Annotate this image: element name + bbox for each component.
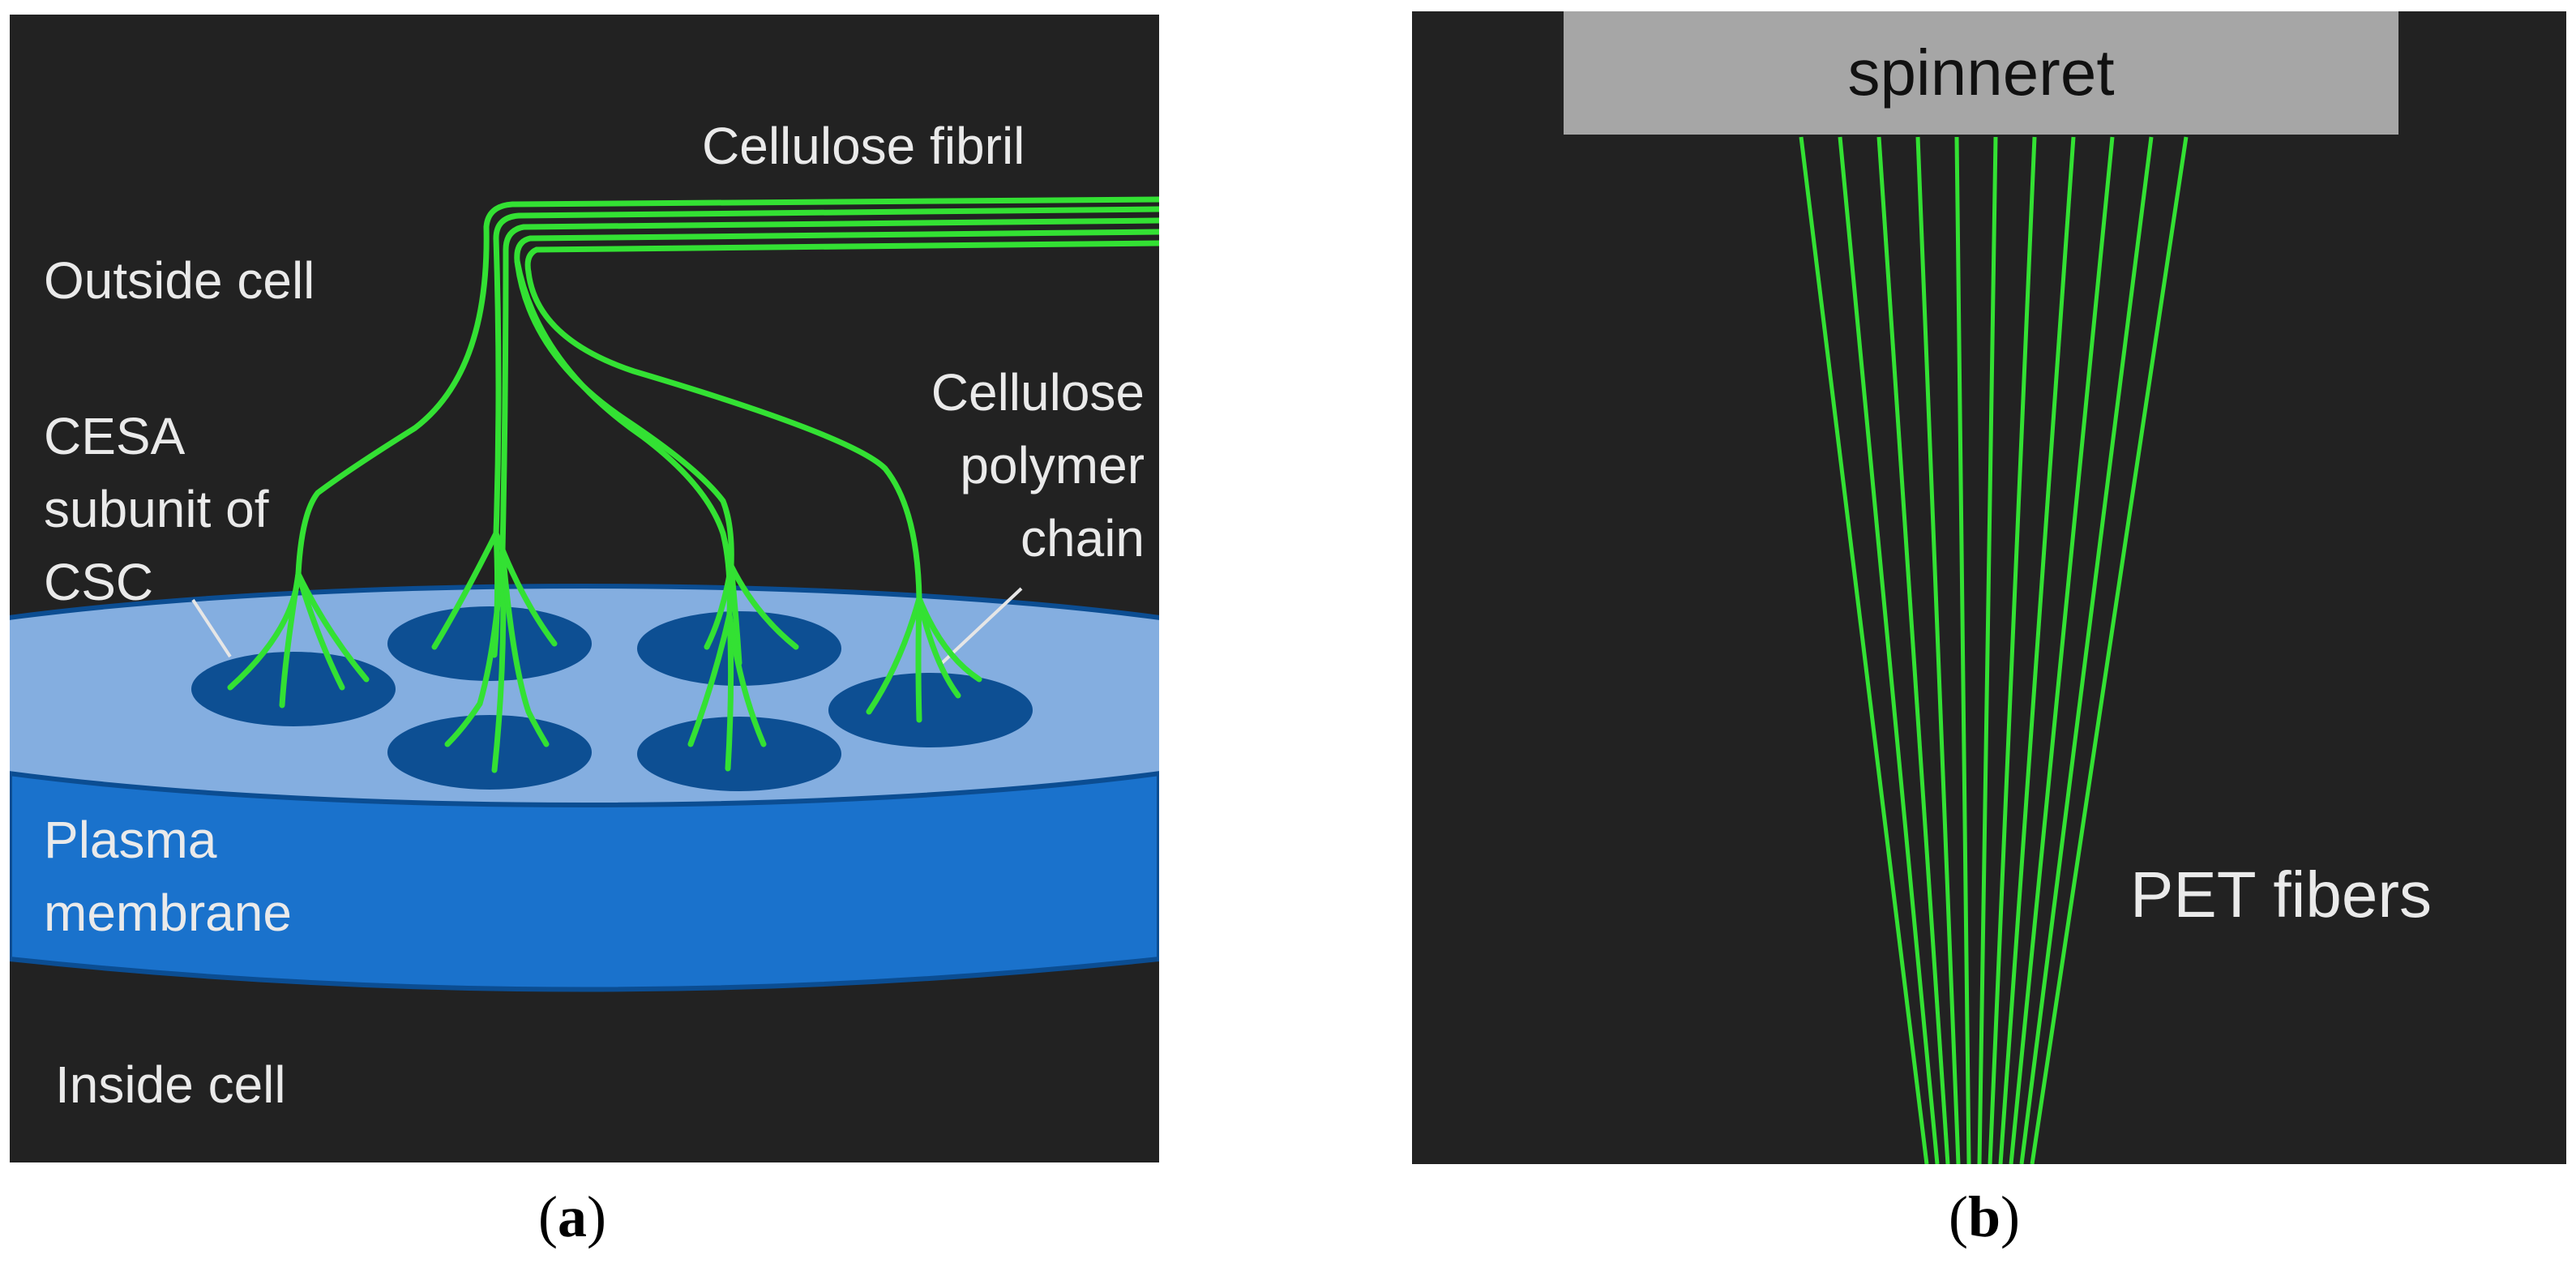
cellulose-polymer-chain xyxy=(916,595,982,683)
pet-fibers-label: PET fibers xyxy=(2130,858,2432,931)
pet-fiber xyxy=(1799,136,1929,1164)
cellulose-fibril-strand xyxy=(493,206,1159,242)
caption-b: (b) xyxy=(1949,1184,2021,1249)
cellulose-polymer-chain xyxy=(915,595,922,723)
polymer-label-line3: chain xyxy=(1021,509,1145,567)
caption-a-letter: a xyxy=(557,1184,587,1249)
cellulose-polymer-chain xyxy=(728,563,799,650)
pet-fiber xyxy=(1838,136,1940,1164)
polymer-leader-line xyxy=(940,587,1023,665)
polymer-label-line1: Cellulose xyxy=(931,363,1145,422)
cellulose-polymer-chain xyxy=(514,258,733,618)
caption-b-letter: b xyxy=(1967,1184,2001,1249)
pet-fiber xyxy=(2030,136,2189,1164)
cesa-label-line1: CESA xyxy=(44,407,186,465)
cellulose-fibril-strand xyxy=(483,196,1159,230)
cellulose-polymer-chain xyxy=(295,571,370,683)
panel-a-diagram: Cellulose fibril Outside cell CESA subun… xyxy=(10,15,1159,1162)
pet-fiber xyxy=(2009,136,2115,1164)
cellulose-polymer-chain xyxy=(514,258,734,569)
outside-cell-label: Outside cell xyxy=(44,251,315,310)
cellulose-fibril-strand xyxy=(503,217,1159,253)
cellulose-fibril-strand xyxy=(514,229,1159,264)
pet-fiber xyxy=(1998,136,2076,1164)
pet-fiber xyxy=(2019,136,2154,1164)
spinneret-label: spinneret xyxy=(1847,36,2115,109)
cellulose-fibril-strand xyxy=(524,240,1159,276)
cellulose-polymer-chain xyxy=(687,611,733,747)
cellulose-polymer-chain xyxy=(444,546,506,747)
pet-fiber xyxy=(1954,136,1971,1164)
panel-b-diagram: spinneret PET fibers xyxy=(1412,11,2566,1164)
cellulose-polymer-chain xyxy=(279,571,302,709)
cellulose-fibril-label: Cellulose fibril xyxy=(702,117,1025,175)
cesa-label-line3: CSC xyxy=(44,553,154,611)
cesa-subunit xyxy=(637,717,841,791)
plasma-membrane-surface xyxy=(10,584,1159,807)
pet-fiber xyxy=(1977,136,1998,1164)
polymer-label-line2: polymer xyxy=(960,436,1145,494)
cesa-label-line2: subunit of xyxy=(44,480,269,538)
cellulose-polymer-chain xyxy=(866,595,922,715)
pet-fiber xyxy=(1876,136,1950,1164)
cellulose-polymer-chain xyxy=(726,611,767,747)
plasma-membrane-label-line2: membrane xyxy=(44,884,292,942)
plasma-membrane-label-line1: Plasma xyxy=(44,811,217,869)
spinneret-block: spinneret xyxy=(1564,11,2398,135)
pet-fiber xyxy=(1915,136,1961,1164)
cellulose-polymer-chain xyxy=(431,530,499,650)
cesa-subunit xyxy=(828,673,1033,747)
cesa-subunit xyxy=(191,652,396,726)
cellulose-polymer-chain xyxy=(493,235,502,537)
cellulose-polymer-chain xyxy=(295,224,490,577)
pet-fibers-illustration xyxy=(1799,136,2189,1164)
cellulose-fibers xyxy=(227,196,1159,773)
caption-a: (a) xyxy=(538,1184,606,1249)
pet-fibers xyxy=(1799,136,2189,1164)
pet-fiber xyxy=(1988,136,2037,1164)
cesa-leader-line xyxy=(191,598,232,658)
cellulose-polymer-chain xyxy=(499,546,550,747)
cellulose-polymer-chain xyxy=(525,269,922,602)
cellulose-synthesis-illustration xyxy=(10,196,1159,992)
cesa-subunit xyxy=(387,715,592,790)
cellulose-polymer-chain xyxy=(499,246,509,553)
inside-cell-label: Inside cell xyxy=(55,1055,286,1114)
